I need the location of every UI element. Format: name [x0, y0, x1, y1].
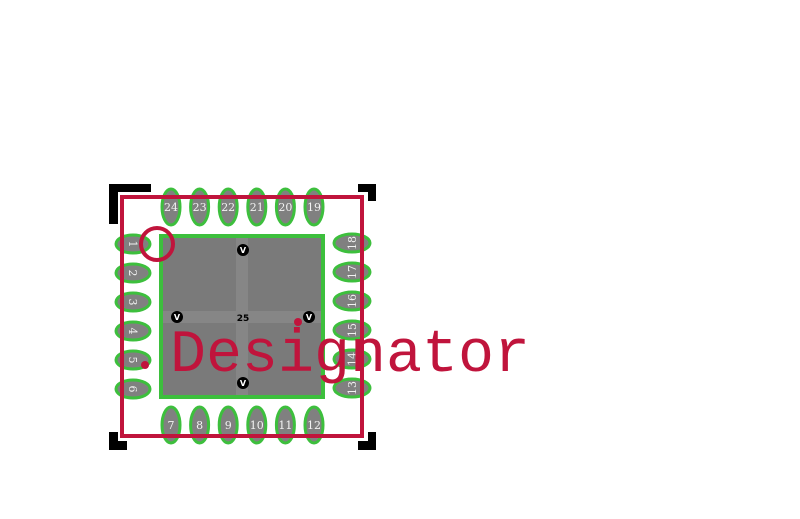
courtyard-corners: [109, 184, 376, 450]
pad-left: 6: [114, 378, 152, 400]
via: V: [237, 244, 249, 256]
courtyard-corner-top-left: [109, 184, 151, 224]
via-label: V: [240, 379, 247, 388]
pin-number-label: 13: [346, 381, 359, 395]
vias-group: V V V V: [171, 244, 315, 389]
silkscreen-body-outline: [120, 195, 364, 438]
via-drill: [237, 377, 249, 389]
pin-number-label: 20: [278, 201, 292, 214]
pin-number-label: 18: [346, 236, 359, 250]
via-drill: [237, 244, 249, 256]
via-label: V: [174, 313, 181, 322]
pad-shape: [114, 262, 152, 284]
via-label: V: [306, 313, 313, 322]
via-drill: [171, 311, 183, 323]
pin-number-label: 5: [126, 357, 139, 364]
pad-top: 21: [246, 187, 268, 227]
thermal-pad-center-strip-h: [163, 311, 321, 323]
pad-top: 20: [274, 187, 296, 227]
pin-number-label: 15: [346, 323, 359, 337]
pin-number-label: 16: [346, 294, 359, 308]
pad-top: 22: [217, 187, 239, 227]
pin-number-label: 2: [126, 270, 139, 277]
pin-number-label: 10: [250, 419, 264, 432]
via: V: [237, 377, 249, 389]
via-drill: [303, 311, 315, 323]
designator-label: Designator: [170, 322, 530, 390]
pad-top: 23: [189, 187, 211, 227]
via: V: [171, 311, 183, 323]
pin-number-label: 14: [346, 352, 359, 366]
pin-number-label: 21: [250, 201, 264, 214]
pad-left: 4: [114, 320, 152, 342]
pin-number-label: 1: [126, 241, 139, 248]
designator-origin-dot: [294, 318, 302, 326]
pad-shape: [114, 378, 152, 400]
designator-origin-dot: [141, 361, 149, 369]
pin-number-label: 19: [307, 201, 321, 214]
pad-top: 24: [160, 187, 182, 227]
pin-number-label: 22: [221, 201, 235, 214]
pin-number-label: 9: [225, 419, 232, 432]
pad-left: 3: [114, 291, 152, 313]
pin-number-label: 6: [126, 386, 139, 393]
thermal-pad-number: 25: [237, 314, 250, 324]
via-label: V: [240, 246, 247, 255]
pin-number-label: 8: [196, 419, 203, 432]
pad-shape: [114, 320, 152, 342]
pad-top: 19: [303, 187, 325, 227]
pin-number-label: 17: [346, 265, 359, 279]
pad-right: 17: [332, 261, 372, 283]
via: V: [303, 311, 315, 323]
pin-number-label: 11: [278, 419, 292, 432]
thermal-pad: [159, 234, 325, 399]
pad-shape: [114, 291, 152, 313]
courtyard-corner-bottom-right: [358, 432, 376, 450]
pin-number-label: 7: [168, 419, 175, 432]
courtyard-corner-top-right: [358, 184, 376, 201]
pin-number-label: 4: [126, 328, 139, 335]
pin-number-label: 3: [126, 299, 139, 306]
pin-number-label: 23: [193, 201, 207, 214]
pad-right: 16: [332, 290, 372, 312]
pad-left: 2: [114, 262, 152, 284]
pin-number-label: 24: [164, 201, 178, 214]
pad-right: 18: [332, 232, 372, 254]
courtyard-corner-bottom-left: [109, 432, 127, 450]
pin1-indicator-circle: [139, 226, 175, 262]
pin-number-label: 12: [307, 419, 321, 432]
